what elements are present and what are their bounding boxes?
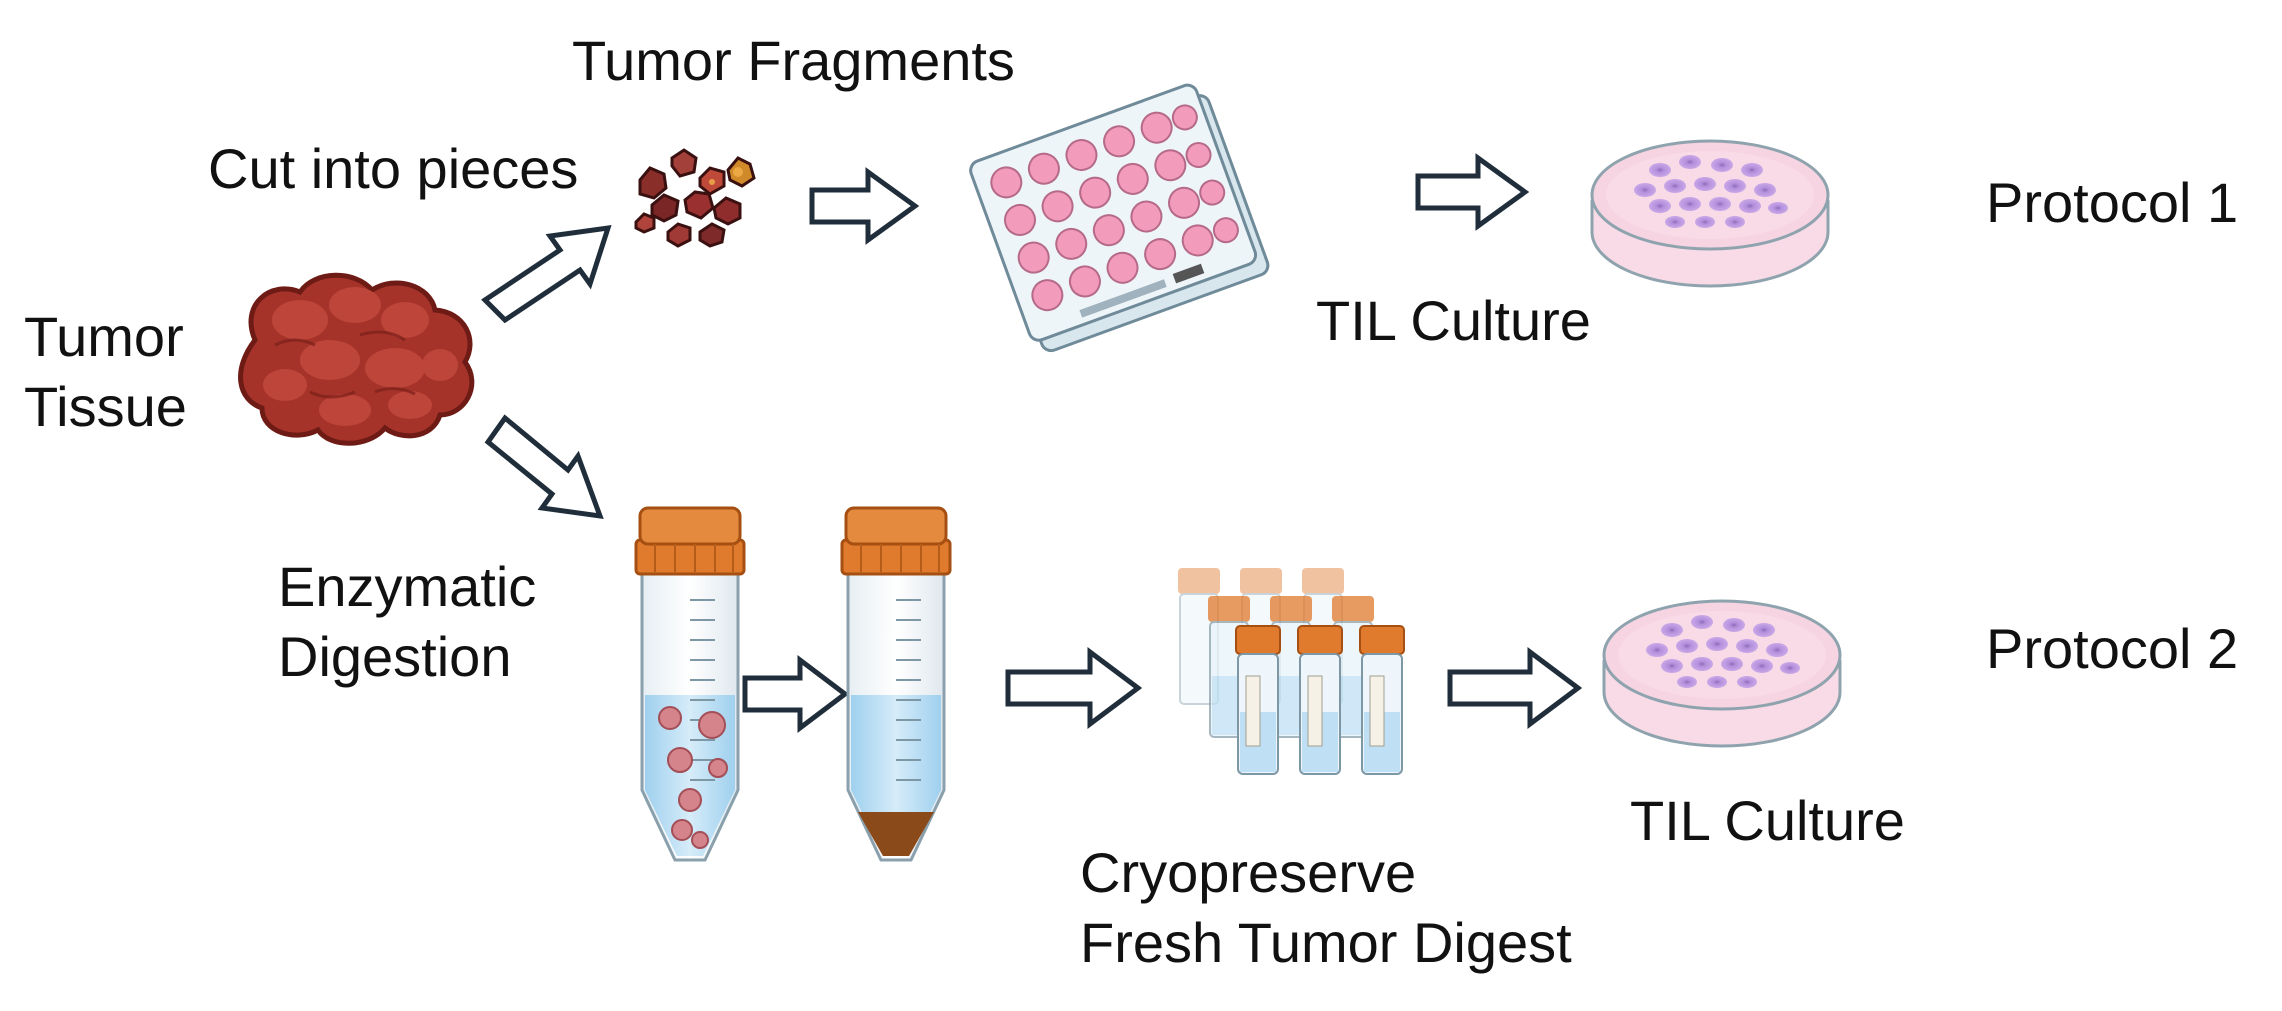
label-enzymatic-line2: Digestion <box>278 625 512 688</box>
label-cut-into-pieces: Cut into pieces <box>208 137 579 200</box>
conical-tube-digestion-icon <box>634 506 746 862</box>
label-protocol-1: Protocol 1 <box>1986 171 2239 234</box>
tumor-fragments-icon <box>634 148 756 248</box>
petri-dish-2-icon <box>1602 599 1842 748</box>
label-tumor-tissue-line1: Tumor <box>24 305 184 368</box>
conical-tube-pellet-icon <box>840 506 952 862</box>
label-tumor-fragments: Tumor Fragments <box>572 29 1015 92</box>
label-til-culture-bottom: TIL Culture <box>1630 789 1905 852</box>
arrow-fragments-to-plate <box>809 167 920 245</box>
arrow-tube-to-vials <box>1005 647 1143 729</box>
arrow-vials-to-dish-2 <box>1447 647 1583 729</box>
tumor-tissue-icon <box>238 272 475 446</box>
well-plate-icon <box>969 83 1270 353</box>
label-protocol-2: Protocol 2 <box>1986 617 2239 680</box>
arrow-plate-to-dish-1 <box>1415 153 1530 231</box>
label-enzymatic-line1: Enzymatic <box>278 555 537 618</box>
arrow-tissue-to-tubes <box>484 414 604 520</box>
label-cryopreserve-line1: Cryopreserve <box>1080 841 1417 904</box>
petri-dish-1-icon <box>1590 139 1830 288</box>
label-til-culture-top: TIL Culture <box>1316 289 1591 352</box>
cryovials-icon <box>1178 568 1405 775</box>
arrow-tissue-to-fragments <box>481 224 612 324</box>
arrow-tube-to-tube <box>742 654 850 734</box>
label-tumor-tissue-line2: Tissue <box>24 375 187 438</box>
label-cryopreserve-line2: Fresh Tumor Digest <box>1080 911 1572 974</box>
